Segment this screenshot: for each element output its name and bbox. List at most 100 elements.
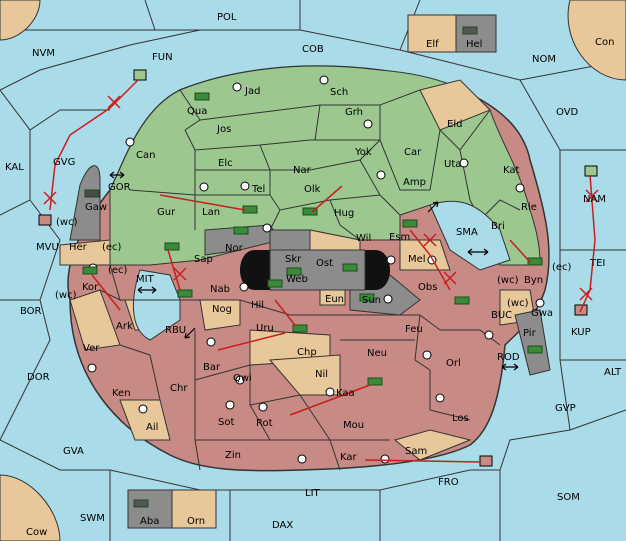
label-kaa: Kaa [336,388,355,399]
label-feu: Feu [405,324,423,335]
nvm-land [0,0,41,41]
label-hug: Hug [334,208,354,219]
army-gaw[interactable] [84,189,100,198]
label-cob: COB [302,44,324,55]
label-nil: Nil [315,369,328,380]
label-nar: Nar [293,165,312,176]
west-channel [132,269,181,341]
fleet-mvu[interactable] [38,214,52,226]
label-mvu: MVU [36,242,59,253]
label-amp: Amp [403,177,426,188]
army-kor[interactable] [82,266,98,275]
label-esm: Esm [389,232,410,243]
label-gur: Gur [157,207,176,218]
label-yok: Yok [354,147,372,158]
label-elc: Elc [218,158,233,169]
cut-marks [43,95,599,301]
con-land [567,0,626,81]
label-can: Can [136,150,155,161]
label-nog: Nog [212,304,232,315]
label-sch: Sch [330,87,348,98]
army-esm[interactable] [402,219,418,228]
label-sap: Sap [194,254,213,265]
label-kat: Kat [503,165,520,176]
label-kal: KAL [5,162,24,173]
army-hug[interactable] [302,207,318,216]
fleet-hel[interactable] [462,26,478,35]
label-wc3: (wc) [55,290,77,301]
label-neu: Neu [367,348,387,359]
label-chr: Chr [170,383,188,394]
label-chp: Chp [297,347,317,358]
label-mou: Mou [343,420,364,431]
army-ost[interactable] [342,263,358,272]
label-wil: Wil [356,233,371,244]
label-byn: Byn [524,275,543,286]
fleet-fun[interactable] [133,69,147,81]
label-tei: TEI [589,258,605,269]
army-obs[interactable] [454,296,470,305]
label-rod: ROD [497,352,520,363]
label-grh: Grh [345,107,363,118]
label-ark: Ark [116,321,133,332]
label-ail: Ail [146,422,158,433]
territory-labels: POL NVM FUN COB NOM Con Elf Hel OVD KAL … [5,12,622,538]
armies[interactable] [82,26,543,508]
fleet-aba[interactable] [133,499,149,508]
label-wc1: (wc) [56,217,78,228]
army-nor[interactable] [233,226,249,235]
label-nvm: NVM [32,48,55,59]
army-lan[interactable] [242,205,258,214]
label-qua: Qua [187,106,207,117]
label-gvg: GVG [53,157,75,168]
label-los: Los [452,413,469,424]
label-her: Her [69,242,88,253]
label-aba: Aba [140,516,159,527]
army-nab[interactable] [177,289,193,298]
territory-borders [129,89,521,241]
adjacency-arrows [109,171,519,371]
label-buc: BUC [491,310,512,321]
label-gvp: GVP [555,403,576,414]
elf-land [407,14,457,53]
label-gor: GOR [108,182,131,193]
army-uru[interactable] [292,324,308,333]
label-obs: Obs [418,282,437,293]
label-swm: SWM [80,513,105,524]
label-hil: Hil [251,300,264,311]
label-kor: Kor [82,282,99,293]
label-ec3: (ec) [108,265,128,276]
army-sap[interactable] [164,242,180,251]
label-som: SOM [557,492,580,503]
label-orn: Orn [187,516,205,527]
label-lan: Lan [202,207,220,218]
label-web: Web [286,274,308,285]
label-mel: Mel [408,254,426,265]
label-sun: Sun [362,295,381,306]
label-alt: ALT [604,367,622,378]
army-sun[interactable] [359,293,375,302]
fleet-nam[interactable] [584,165,598,177]
south-borders [99,264,501,471]
orn-land [171,489,217,529]
army-pir[interactable] [527,345,543,354]
label-car: Car [404,147,422,158]
label-uta: Uta [444,159,461,170]
label-orl: Orl [446,358,461,369]
label-wc4: (wc) [507,298,529,309]
label-gwa: Gwa [531,308,553,319]
army-hil[interactable] [267,279,283,288]
army-qua[interactable] [194,92,210,101]
label-skr: Skr [285,254,302,265]
fleet-fro[interactable] [479,455,493,467]
label-bri: Bri [491,221,505,232]
army-byn[interactable] [527,257,543,266]
label-zin: Zin [225,450,241,461]
label-gaw: Gaw [85,202,107,213]
army-kaa[interactable] [367,377,383,386]
label-wc2: (wc) [497,275,519,286]
label-con: Con [595,37,614,48]
army-web[interactable] [286,267,302,276]
label-olk: Olk [304,184,321,195]
